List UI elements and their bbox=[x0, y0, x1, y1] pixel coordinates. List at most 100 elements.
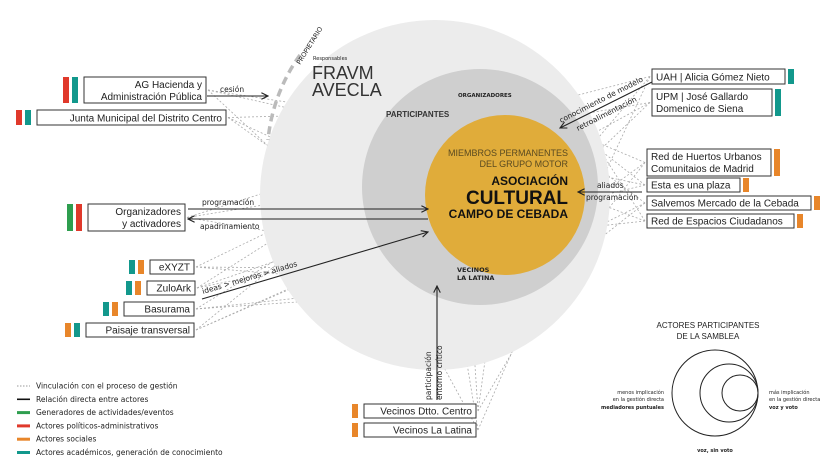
programacion-right-label: programación bbox=[586, 193, 638, 202]
actor-box-right-3[interactable]: Esta es una plaza bbox=[646, 177, 749, 193]
process-link-line bbox=[227, 109, 521, 118]
actor-box-frame bbox=[87, 203, 186, 232]
miembros-line-1: MIEMBROS PERMANENTES bbox=[448, 148, 568, 158]
actor-name: eXYZT bbox=[159, 263, 190, 274]
asociacion-line-1: ASOCIACIÓN bbox=[491, 173, 568, 188]
vecinos-label-2: LA LATINA bbox=[457, 274, 494, 282]
actor-name-line-2: Comunitaios de Madrid bbox=[651, 164, 754, 175]
legend-label: Actores políticos-administrativos bbox=[36, 421, 159, 430]
process-link-line bbox=[599, 102, 651, 151]
actor-box-left-3[interactable]: eXYZT bbox=[129, 259, 195, 275]
asociacion-line-2: CULTURAL bbox=[466, 188, 568, 209]
actor-box-frame bbox=[363, 422, 477, 438]
inset-circle-middle bbox=[699, 363, 759, 423]
actor-box-left-1[interactable]: Junta Municipal del Distrito Centro bbox=[16, 109, 227, 126]
red-category-bar bbox=[76, 204, 82, 231]
legend-item-1: Relación directa entre actores bbox=[17, 395, 149, 404]
programacion-label: programación bbox=[202, 198, 254, 207]
legend-label: Vinculación con el proceso de gestión bbox=[36, 382, 178, 391]
legend-label: Generadores de actividades/eventos bbox=[36, 408, 174, 417]
green-category-bar bbox=[67, 204, 73, 231]
orange-category-bar bbox=[774, 149, 780, 176]
inset-circle-inner bbox=[721, 374, 759, 412]
organizadores-label: ORGANIZADORES bbox=[458, 93, 512, 99]
actor-box-frame bbox=[36, 109, 227, 126]
actor-name: Junta Municipal del Distrito Centro bbox=[70, 114, 223, 125]
actor-box-right-4[interactable]: Salvemos Mercado de la Cebada bbox=[646, 195, 820, 211]
orange-category-bar bbox=[743, 178, 749, 192]
actor-name: Basurama bbox=[144, 305, 190, 316]
asociacion-line-3: CAMPO DE CEBADA bbox=[449, 207, 569, 221]
conocimiento-arrow bbox=[560, 81, 653, 128]
teal-category-bar bbox=[103, 302, 109, 316]
process-link-line bbox=[599, 149, 646, 186]
orange-category-bar bbox=[138, 260, 144, 274]
actor-box-frame bbox=[651, 88, 773, 117]
legend-item-0: Vinculación con el proceso de gestión bbox=[17, 382, 178, 391]
actor-box-left-6[interactable]: Paisaje transversal bbox=[65, 322, 195, 338]
legend-item-5: Actores académicos, generación de conoci… bbox=[17, 448, 223, 457]
teal-category-bar bbox=[74, 323, 80, 337]
process-link-line bbox=[195, 249, 381, 331]
teal-category-bar bbox=[775, 89, 781, 116]
red-category-bar bbox=[16, 110, 22, 125]
actor-name-line-2: y activadores bbox=[122, 219, 181, 230]
responsables-label: Responsables bbox=[313, 56, 348, 62]
inset-left-3: mediadores puntuales bbox=[601, 405, 664, 411]
actor-name: UAH | Alicia Gómez Nieto bbox=[656, 73, 770, 84]
actor-name: Red de Espacios Ciudadanos bbox=[651, 217, 783, 228]
actor-name: Vecinos La Latina bbox=[393, 426, 472, 437]
actor-name: Paisaje transversal bbox=[106, 326, 190, 337]
teal-category-bar bbox=[126, 281, 132, 295]
fravm-label: FRAVM bbox=[312, 63, 374, 83]
inset-title-1: ACTORES PARTICIPANTES bbox=[657, 321, 760, 330]
core-circle-grupo-motor bbox=[425, 115, 585, 275]
actor-box-frame bbox=[149, 259, 195, 275]
owner-dashed-arc bbox=[266, 53, 302, 141]
orange-category-bar bbox=[352, 404, 358, 418]
actor-box-frame bbox=[651, 68, 786, 85]
process-link-line bbox=[195, 266, 561, 271]
inset-title-2: DE LA SAMBLEA bbox=[677, 332, 740, 341]
actor-name: Organizadores bbox=[115, 207, 181, 218]
aliados-label: aliados bbox=[597, 181, 624, 190]
inset-right-2: en la gestión directa bbox=[769, 396, 820, 403]
actor-box-frame bbox=[83, 76, 207, 104]
actor-name: ZuloArk bbox=[157, 284, 192, 295]
orange-category-bar bbox=[135, 281, 141, 295]
inset-left-1: menos implicación bbox=[617, 389, 664, 396]
actor-box-frame bbox=[646, 177, 741, 193]
vecinos-label-1: VECINOS bbox=[457, 266, 490, 274]
actor-name: Esta es una plaza bbox=[651, 181, 731, 192]
cesion-label: cesión bbox=[220, 85, 244, 94]
actor-box-right-0[interactable]: UAH | Alicia Gómez Nieto bbox=[651, 68, 794, 85]
teal-category-bar bbox=[25, 110, 31, 125]
inset-left-2: en la gestión directa bbox=[613, 396, 664, 403]
actor-box-right-5[interactable]: Red de Espacios Ciudadanos bbox=[646, 213, 803, 229]
actor-name-line-2: Administración Pública bbox=[101, 92, 203, 103]
inset-right-1: más implicación bbox=[769, 389, 810, 396]
inset-right-3: voz y voto bbox=[769, 405, 798, 411]
legend-label: Actores académicos, generación de conoci… bbox=[36, 448, 223, 457]
actor-box-frame bbox=[646, 213, 795, 229]
assembly-inset: ACTORES PARTICIPANTES DE LA SAMBLEA meno… bbox=[601, 321, 820, 454]
core-labels: MIEMBROS PERMANENTES DEL GRUPO MOTOR ASO… bbox=[448, 148, 569, 221]
actor-box-left-4[interactable]: ZuloArk bbox=[126, 280, 196, 296]
actor-box-left-5[interactable]: Basurama bbox=[103, 301, 195, 317]
actor-name-line-2: Domenico de Siena bbox=[656, 104, 744, 115]
actor-box-bottom-1[interactable]: Vecinos La Latina bbox=[352, 422, 477, 438]
apadrinamiento-label: apadrinamiento bbox=[200, 222, 260, 231]
miembros-line-2: DEL GRUPO MOTOR bbox=[479, 159, 568, 169]
actor-box-frame bbox=[646, 148, 772, 177]
participacion-label: participación bbox=[424, 351, 433, 400]
orange-category-bar bbox=[112, 302, 118, 316]
avecla-label: AVECLA bbox=[312, 80, 382, 100]
actor-box-bottom-0[interactable]: Vecinos Dtto. Centro bbox=[352, 403, 477, 419]
actor-name: Salvemos Mercado de la Cebada bbox=[651, 199, 799, 210]
teal-category-bar bbox=[788, 69, 794, 84]
actor-name: UPM | José Gallardo bbox=[656, 92, 749, 103]
